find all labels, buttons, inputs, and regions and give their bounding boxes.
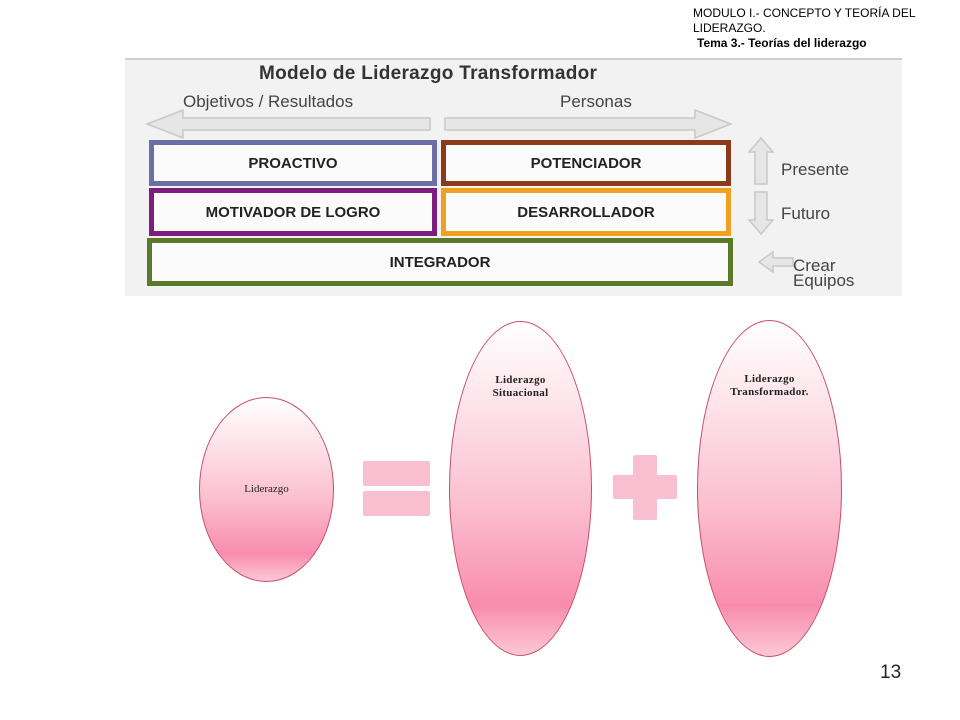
model-title: Modelo de Liderazgo Transformador: [259, 63, 598, 84]
side-label-crear-equipos: Crear Equipos: [793, 256, 855, 290]
side-label-futuro: Futuro: [781, 204, 831, 223]
equals-icon-bottom-bar: [363, 491, 430, 516]
module-title-line1: MODULO I.- CONCEPTO Y TEORÍA DEL: [693, 6, 916, 20]
arrow-left-small-icon: [757, 250, 794, 274]
model-arrows: [144, 108, 794, 274]
ellipse-liderazgo-transformador: Liderazgo Transformador.: [697, 320, 842, 657]
equals-icon-top-bar: [363, 461, 430, 486]
slide-header: MODULO I.- CONCEPTO Y TEORÍA DEL LIDERAZ…: [693, 6, 955, 51]
box-integrador: INTEGRADOR: [147, 238, 733, 286]
ellipse-liderazgo-label: Liderazgo: [244, 483, 289, 495]
axis-label-objetivos: Objetivos / Resultados: [183, 92, 354, 111]
ellipse-transformador-label: Liderazgo Transformador.: [730, 373, 809, 398]
box-proactivo: PROACTIVO: [149, 140, 437, 186]
arrow-left-icon: [144, 108, 431, 140]
arrow-up-icon: [747, 136, 775, 185]
plus-icon-vertical: [633, 455, 657, 520]
ellipse-situacional-label: Liderazgo Situacional: [492, 374, 549, 399]
arrow-right-icon: [444, 108, 734, 140]
side-label-presente: Presente: [781, 160, 850, 179]
transformational-leadership-model-figure: Modelo de Liderazgo Transformador Objeti…: [125, 58, 902, 296]
box-motivador-de-logro: MOTIVADOR DE LOGRO: [149, 188, 437, 236]
ellipse-liderazgo: Liderazgo: [199, 397, 334, 582]
arrow-down-icon: [747, 191, 775, 236]
page-number: 13: [880, 662, 902, 683]
ellipse-liderazgo-situacional: Liderazgo Situacional: [449, 321, 592, 656]
axis-label-personas: Personas: [560, 92, 632, 111]
box-potenciador: POTENCIADOR: [441, 140, 731, 186]
module-title-line2: LIDERAZGO.: [693, 21, 766, 35]
topic-title: Tema 3.- Teorías del liderazgo: [697, 36, 867, 50]
box-desarrollador: DESARROLLADOR: [441, 188, 731, 236]
